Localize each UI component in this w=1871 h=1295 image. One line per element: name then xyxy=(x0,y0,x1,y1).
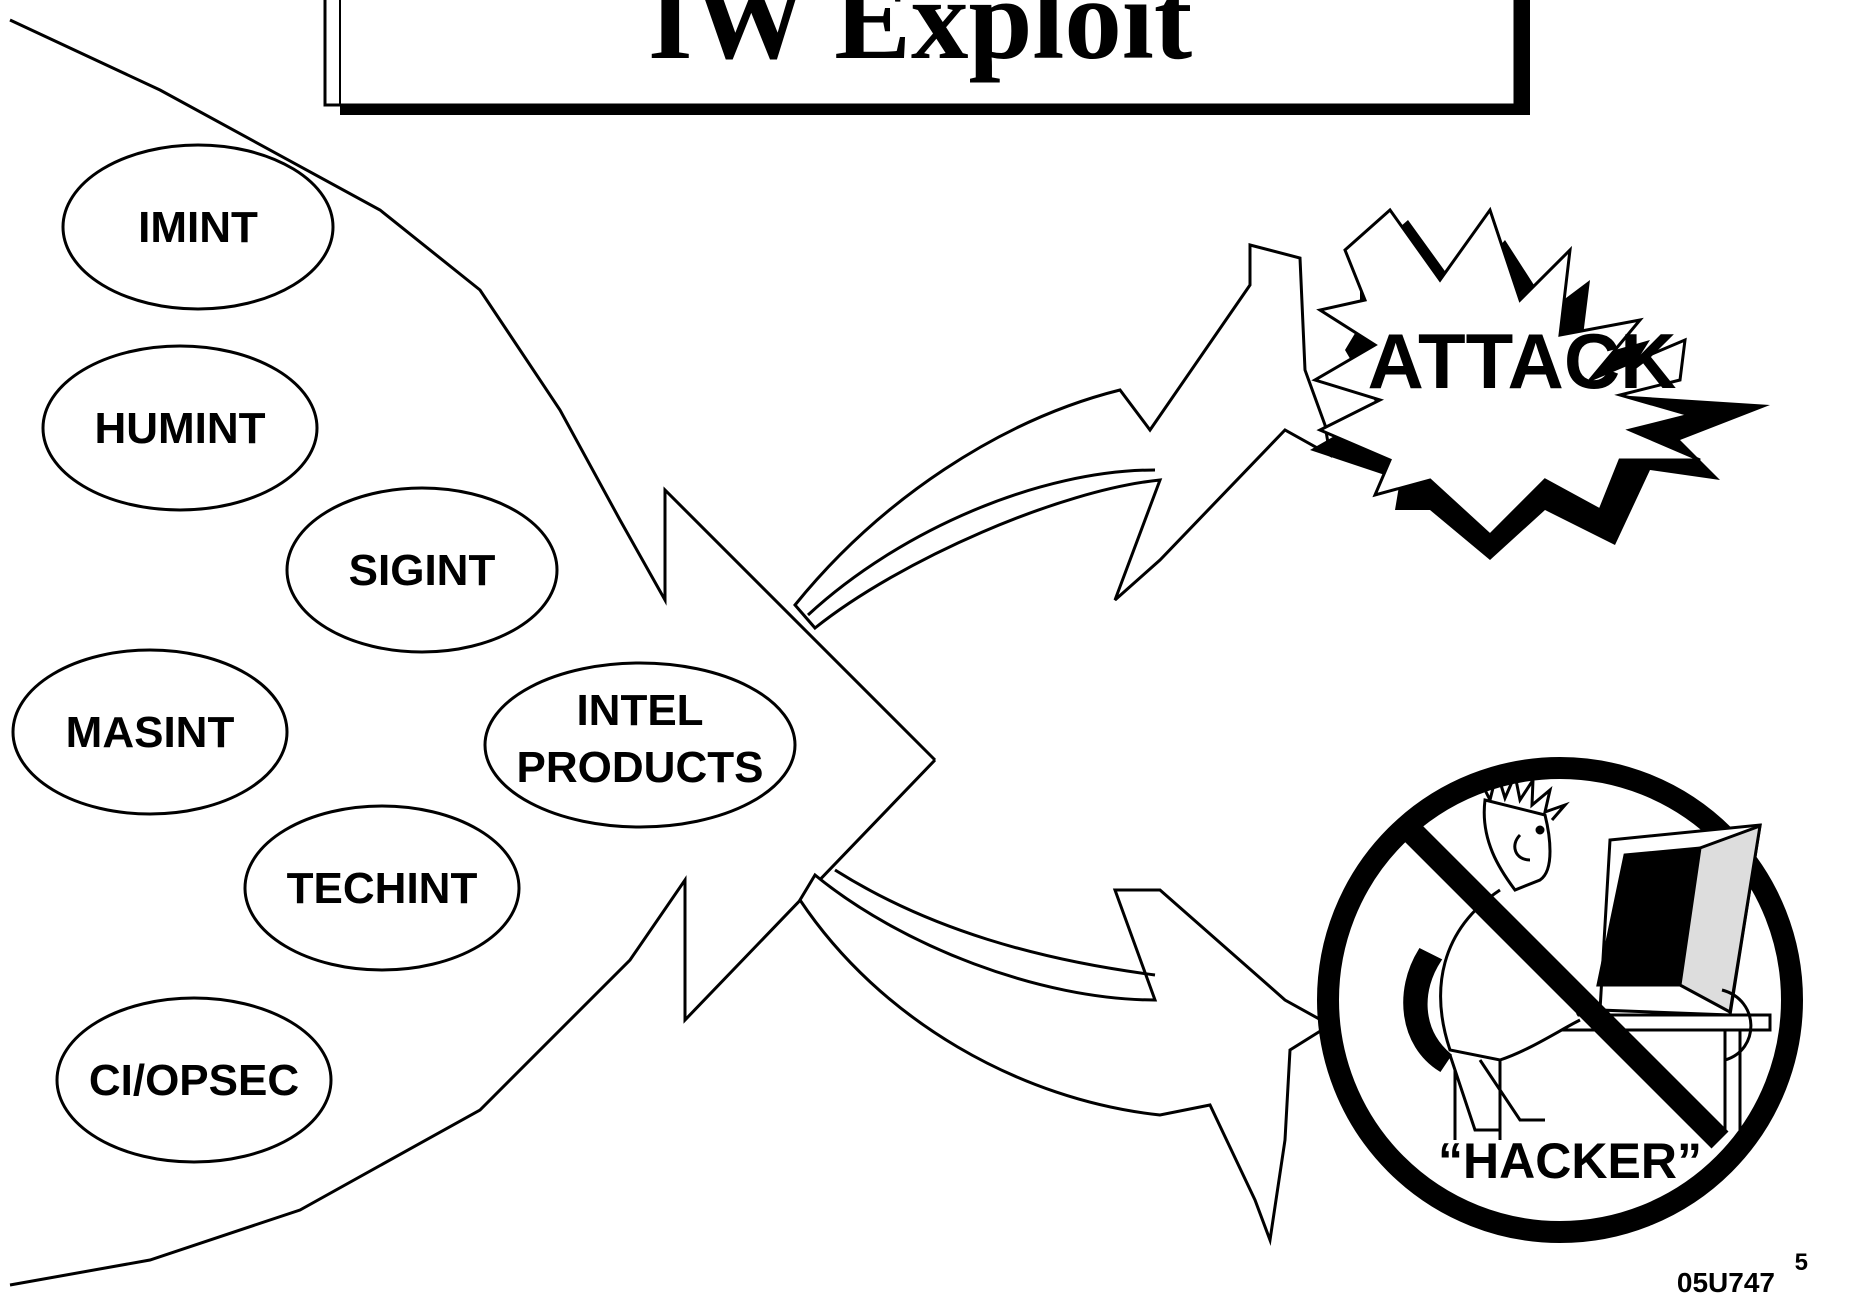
funnel-lower-edge xyxy=(9,758,937,1287)
footer-code: 05U747 xyxy=(1677,1267,1775,1295)
attack-burst: ATTACK xyxy=(1310,206,1770,560)
intel-products-line1: INTEL xyxy=(576,686,703,735)
source-label-ci-opsec: CI/OPSEC xyxy=(89,1056,299,1105)
source-techint: TECHINT xyxy=(243,804,521,972)
hacker-label: “HACKER” xyxy=(1438,1133,1702,1189)
intel-products: INTEL PRODUCTS xyxy=(483,661,797,829)
title-box: IW Exploit xyxy=(323,0,1530,115)
no-hacker-sign: “HACKER” xyxy=(1317,757,1803,1243)
intel-products-line2: PRODUCTS xyxy=(517,743,764,792)
source-label-humint: HUMINT xyxy=(94,404,265,453)
source-sigint: SIGINT xyxy=(285,486,559,654)
hacker-arrow xyxy=(798,868,1333,1246)
source-label-masint: MASINT xyxy=(66,708,235,757)
source-humint: HUMINT xyxy=(41,344,319,512)
attack-label: ATTACK xyxy=(1367,317,1676,405)
funnel-upper-edge xyxy=(9,18,937,762)
attack-arrow xyxy=(793,243,1332,631)
page-title: IW Exploit xyxy=(648,0,1192,83)
source-label-techint: TECHINT xyxy=(287,864,478,913)
hacker-figure-icon xyxy=(1403,766,1772,1140)
source-ci-opsec: CI/OPSEC xyxy=(55,996,333,1164)
footer: 05U747 5 xyxy=(1677,1249,1808,1295)
source-masint: MASINT xyxy=(11,648,289,816)
source-imint: IMINT xyxy=(61,143,335,311)
source-label-imint: IMINT xyxy=(138,203,258,252)
source-label-sigint: SIGINT xyxy=(349,546,496,595)
intel-funnel xyxy=(9,18,937,1287)
page-number: 5 xyxy=(1795,1249,1808,1276)
